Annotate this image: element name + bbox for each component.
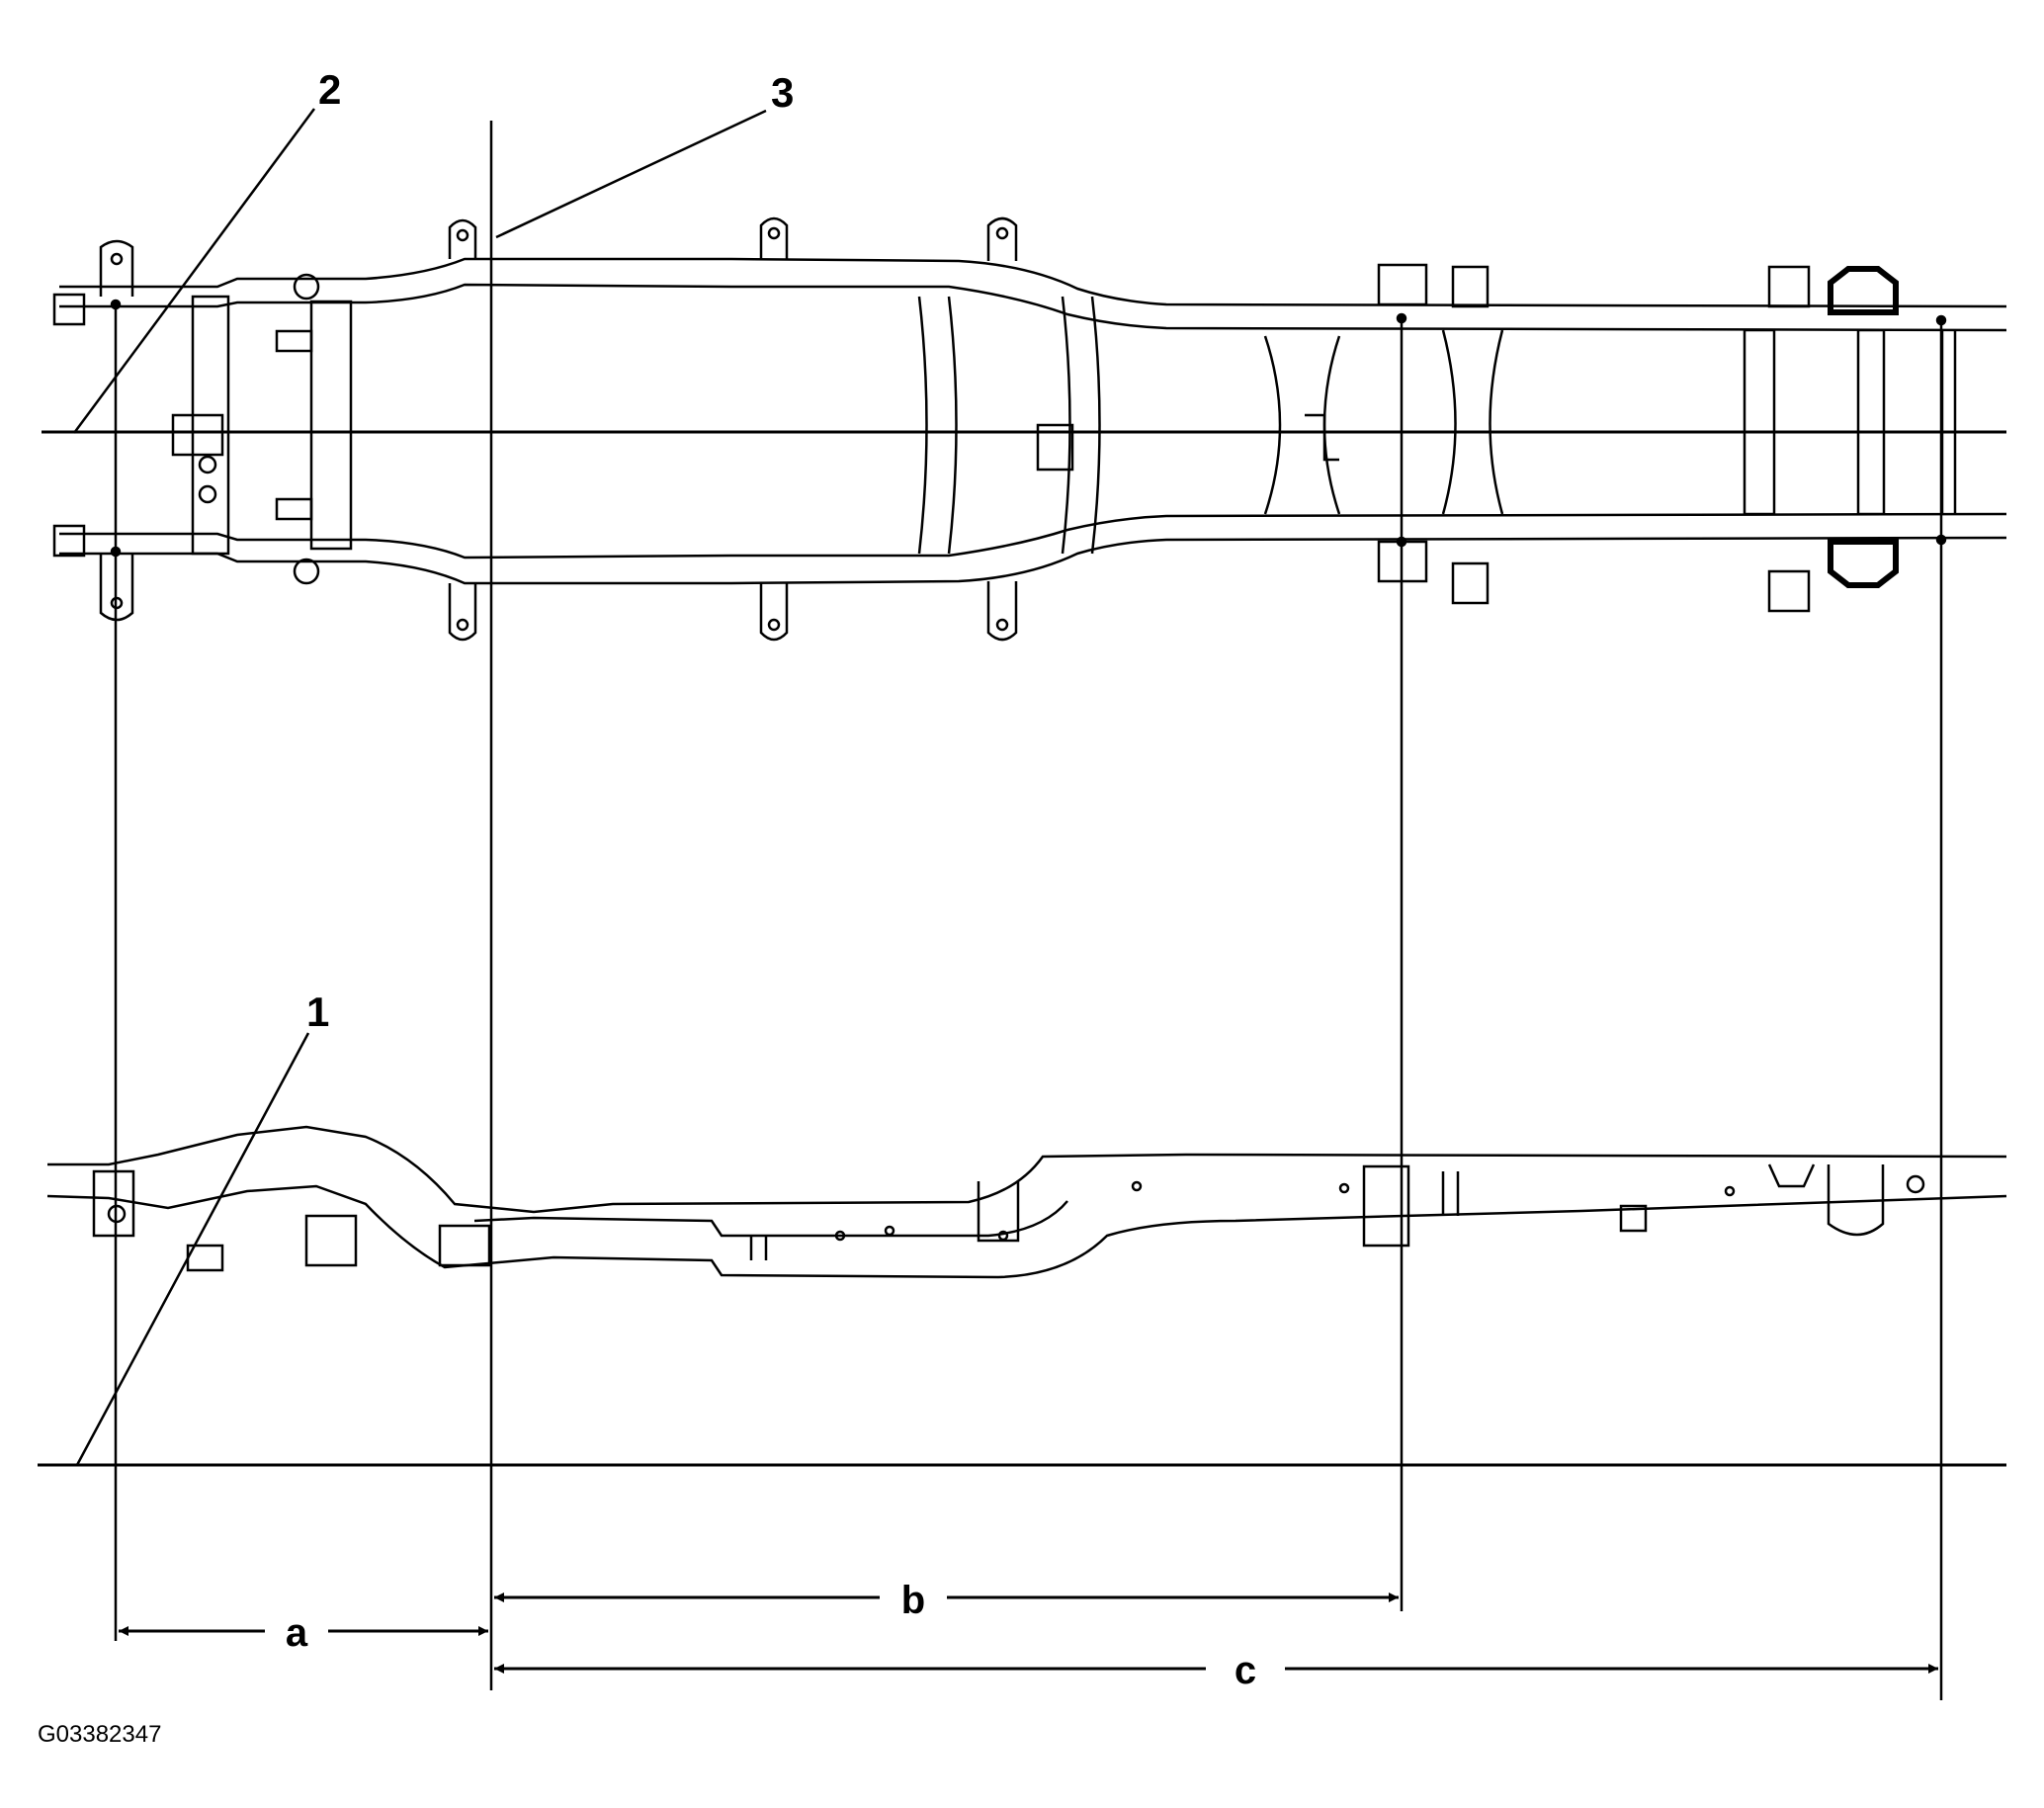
leader-2 xyxy=(72,108,316,434)
callout-1-label: 1 xyxy=(306,989,329,1035)
dimension-c-label: c xyxy=(1235,1649,1256,1692)
side-rail-upper-edge xyxy=(47,1125,2007,1214)
dimension-b-label: b xyxy=(901,1579,925,1622)
trans-crossmember xyxy=(1263,335,1341,515)
front-bumper-bracket-upper xyxy=(52,293,86,326)
callout-3-label: 3 xyxy=(771,69,794,116)
lower-rail-outer xyxy=(59,536,2007,585)
leader-1 xyxy=(75,1032,310,1466)
body-mount-lower-3 xyxy=(986,581,1018,642)
figure-id: G03382347 xyxy=(38,1721,161,1748)
body-mount-upper-3 xyxy=(986,216,1018,261)
body-mount-lower-2 xyxy=(759,583,789,642)
upper-rail-outer xyxy=(59,257,2007,308)
front-tow-eye-upper xyxy=(99,239,134,297)
rear-bump-stop-lower xyxy=(1828,539,1899,588)
lower-rail-inner xyxy=(59,512,2007,560)
callout-leaders xyxy=(72,108,767,1466)
frame-side-view xyxy=(46,1125,2007,1279)
rear-crossmember-1 xyxy=(1441,329,1504,515)
side-rail-lower-edge xyxy=(46,1184,2007,1279)
dimension-lines xyxy=(119,1593,1938,1674)
body-mount-lower-1 xyxy=(448,583,477,642)
front-bumper-bracket-lower xyxy=(52,524,86,558)
reference-lines xyxy=(38,121,2006,1700)
leader-3 xyxy=(495,109,767,239)
mid-crossmember-1 xyxy=(917,296,958,555)
upper-rail-inner xyxy=(59,283,2007,332)
frame-top-view xyxy=(42,216,2007,642)
rear-bump-stop-upper xyxy=(1828,266,1899,315)
callout-2-label: 2 xyxy=(318,66,341,113)
body-mount-upper-1 xyxy=(448,218,477,259)
rear-crossmember-3 xyxy=(1856,328,1886,516)
front-crossmember-2 xyxy=(309,300,353,551)
dimension-a-label: a xyxy=(286,1611,308,1655)
body-mount-upper-2 xyxy=(759,216,789,259)
rear-crossmember-2 xyxy=(1743,328,1776,516)
front-crossmember-1 xyxy=(191,295,230,556)
